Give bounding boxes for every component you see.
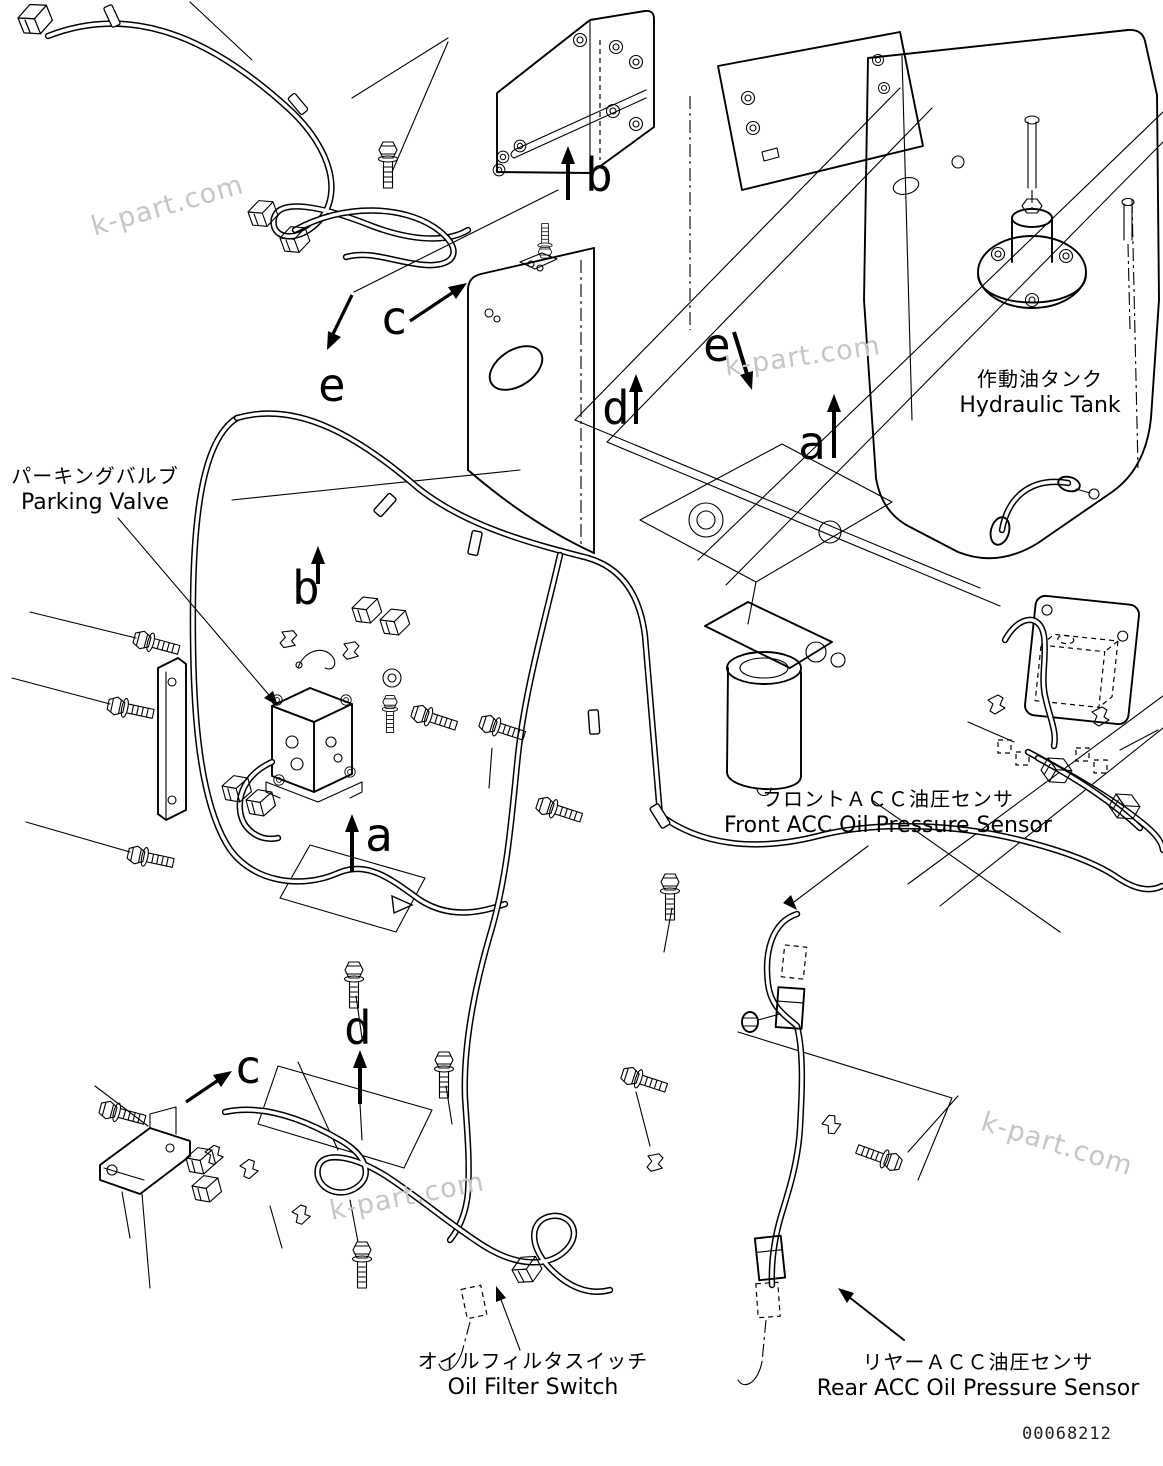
tank-breather-cap (977, 115, 1135, 331)
parking-valve-assembly (11, 592, 681, 953)
label-rear-acc-sensor-jp: リヤーＡＣＣ油圧センサ (862, 1350, 1094, 1374)
label-parking-valve-jp: パーキングバルブ (11, 464, 179, 488)
hydraulic-tank (639, 29, 1160, 797)
callout-letter-e-mid: e (703, 318, 731, 372)
oil-filter-leader (499, 1296, 521, 1351)
label-oil-filter-switch: オイルフィルタスイッチ Oil Filter Switch (408, 1348, 658, 1403)
main-harness (193, 189, 1163, 1240)
sensor-connector (774, 986, 806, 1030)
valve-bracket-strip (157, 657, 187, 821)
label-front-acc-sensor-jp: フロントＡＣＣ油圧センサ (762, 787, 1014, 811)
label-parking-valve-en: Parking Valve (20, 490, 170, 515)
pressure-sensor (741, 1011, 781, 1033)
bottom-harness (225, 961, 670, 1371)
callout-letter-d-bottom: d (344, 1001, 372, 1055)
callout-letter-c-bottom: c (234, 1040, 262, 1094)
callout-arrows (117, 146, 905, 1351)
sensor-connector (753, 1234, 787, 1282)
label-hydraulic-tank-en: Hydraulic Tank (959, 393, 1121, 418)
label-parking-valve: パーキングバルブ Parking Valve (0, 463, 190, 518)
label-hydraulic-tank: 作動油タンク Hydraulic Tank (935, 366, 1145, 421)
oil-filter-canister (704, 601, 846, 797)
callout-letter-b-left: b (292, 561, 320, 615)
top-left-harness (14, 0, 468, 239)
mounting-bracket-top (492, 9, 655, 177)
label-rear-acc-sensor-en: Rear ACC Oil Pressure Sensor (816, 1376, 1140, 1401)
wire-clamp-triangle (391, 894, 414, 915)
label-oil-filter-switch-jp: オイルフィルタスイッチ (417, 1349, 649, 1373)
tank-elbow-fitting (989, 475, 1100, 546)
label-rear-acc-sensor: リヤーＡＣＣ油圧センサ Rear ACC Oil Pressure Sensor (790, 1349, 1163, 1404)
frame-left-panel (467, 223, 595, 554)
label-oil-filter-switch-en: Oil Filter Switch (447, 1375, 619, 1400)
rear-acc-leader (848, 1296, 905, 1341)
callout-letter-a-mid: a (798, 416, 826, 470)
tank-front-plate (717, 31, 924, 191)
label-hydraulic-tank-jp: 作動油タンク (977, 367, 1103, 391)
drawing-number: 00068212 (1022, 1424, 1112, 1444)
relay-bracket-right (967, 594, 1163, 850)
bottom-left-bracket (94, 1061, 359, 1289)
front-acc-leader (793, 845, 869, 903)
callout-letter-d-mid: d (602, 381, 630, 435)
callout-letter-a-left: a (365, 808, 393, 862)
front-acc-sensor-wire (737, 914, 959, 1386)
parking-valve-leader (117, 517, 270, 696)
callout-letter-b-top: b (585, 148, 613, 202)
label-front-acc-sensor-en: Front ACC Oil Pressure Sensor (724, 813, 1052, 838)
label-front-acc-sensor: フロントＡＣＣ油圧センサ Front ACC Oil Pressure Sens… (698, 786, 1078, 841)
callout-letter-e-top-left: e (318, 358, 346, 412)
callout-letter-c-top: c (380, 291, 408, 345)
